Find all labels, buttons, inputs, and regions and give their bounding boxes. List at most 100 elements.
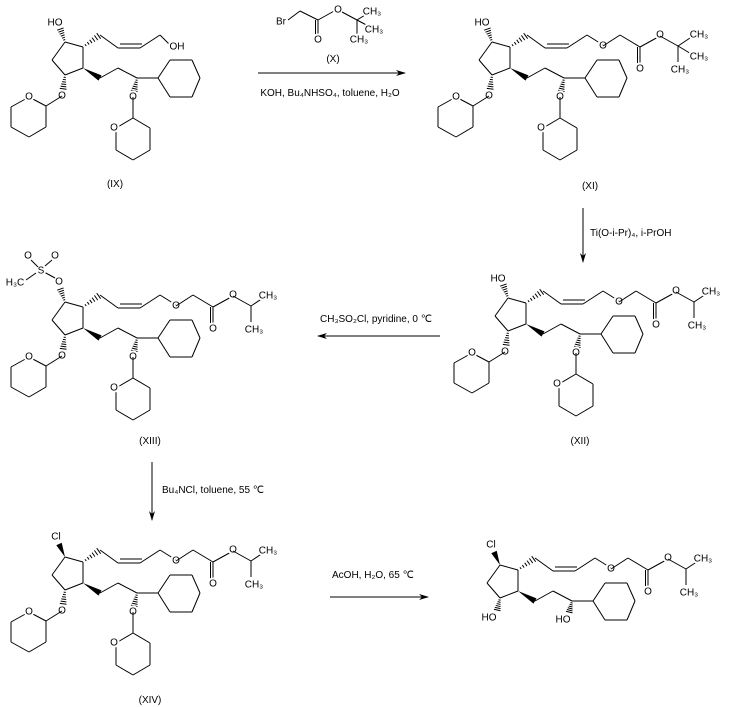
hashed-bond (134, 341, 138, 344)
hashed-bond (484, 27, 491, 31)
bond (575, 405, 594, 417)
bond (566, 34, 588, 49)
atom-label-ho: HO (475, 18, 490, 29)
bond (486, 564, 501, 584)
atom-label-o: O (334, 5, 342, 16)
bond (132, 664, 151, 676)
bond (592, 582, 606, 602)
atom-label-ho: HO (482, 613, 497, 624)
bond (132, 377, 151, 389)
hashed-bond (574, 343, 581, 346)
bond (10, 126, 30, 138)
atom-label-o: O (314, 35, 322, 46)
bond (560, 323, 581, 335)
atom-label-o: O (501, 347, 509, 358)
hashed-bond (63, 299, 66, 301)
atom-label-o: O (452, 92, 460, 103)
bond (159, 294, 177, 306)
bond (526, 34, 546, 49)
bond (618, 77, 628, 98)
hashed-bond (84, 303, 87, 307)
bond (507, 323, 527, 332)
bond (157, 592, 171, 613)
bond (491, 41, 511, 48)
bond (64, 67, 84, 76)
hashed-bond (63, 39, 66, 41)
bond (64, 301, 84, 308)
bond (45, 610, 63, 622)
bond (453, 382, 473, 394)
hashed-bond (527, 299, 530, 303)
bond (139, 34, 161, 49)
bond (28, 641, 47, 653)
bond (51, 574, 66, 591)
bond (575, 373, 594, 385)
hashed-bond (84, 43, 87, 47)
hashed-bond (577, 337, 581, 340)
wedge-bond (83, 583, 102, 596)
atom-label-o: O (656, 30, 664, 41)
hashed-bond (62, 81, 67, 83)
atom-label-o: O (25, 92, 33, 103)
bond (559, 117, 578, 129)
hashed-bond (497, 601, 501, 603)
bond (44, 259, 53, 267)
bond (132, 632, 151, 644)
bond (494, 297, 509, 317)
atom-label-o: O (664, 553, 672, 564)
bond (157, 337, 171, 358)
bond (534, 557, 554, 572)
bond (544, 67, 565, 79)
hashed-bond (60, 294, 65, 297)
hashed-bond (502, 343, 510, 346)
hashed-bond (91, 297, 96, 302)
bond (250, 550, 267, 562)
hashed-bond (59, 292, 65, 295)
bond (28, 126, 47, 138)
atom-label-ch3: CH₃ (245, 580, 264, 591)
atom-label-o: O (51, 251, 59, 262)
bond (584, 59, 598, 79)
hashed-bond (59, 32, 65, 35)
bond (619, 34, 641, 48)
bond (10, 96, 30, 108)
hashed-bond (513, 41, 517, 45)
atom-label-cl: Cl (51, 532, 60, 543)
bond (99, 549, 119, 564)
bond (584, 77, 598, 98)
bond (635, 290, 657, 304)
bond (159, 549, 177, 561)
hashed-bond (486, 87, 494, 90)
hashed-bond (134, 596, 138, 599)
hashed-bond (521, 564, 525, 568)
hashed-bond (520, 35, 526, 41)
hashed-bond (536, 291, 542, 297)
hashed-bond (130, 604, 138, 608)
hashed-bond (487, 85, 494, 88)
hashed-bond (133, 83, 138, 86)
atom-label-o: O (636, 64, 644, 75)
reagent-x-label: (X) (326, 54, 339, 65)
hashed-bond (523, 32, 529, 39)
hashed-bond (57, 27, 64, 31)
hashed-bond (61, 296, 66, 299)
bond (25, 272, 37, 281)
bond (51, 41, 66, 61)
reagents-step-4: Bu₄NCl, toluene, 55 ℃ (162, 485, 264, 496)
bond (610, 557, 629, 570)
atom-label-o: O (110, 123, 118, 134)
hashed-bond (485, 29, 492, 33)
atom-label-h3c: H₃C (6, 278, 25, 289)
bond (542, 117, 561, 129)
bond (455, 96, 474, 107)
bond (159, 34, 171, 46)
wedge-bond (518, 591, 537, 604)
bond (655, 291, 677, 304)
atom-label-oh: OH (170, 42, 185, 53)
hashed-bond (531, 555, 537, 562)
hashed-bond (496, 603, 501, 605)
bond (559, 149, 578, 161)
bond (675, 291, 695, 303)
